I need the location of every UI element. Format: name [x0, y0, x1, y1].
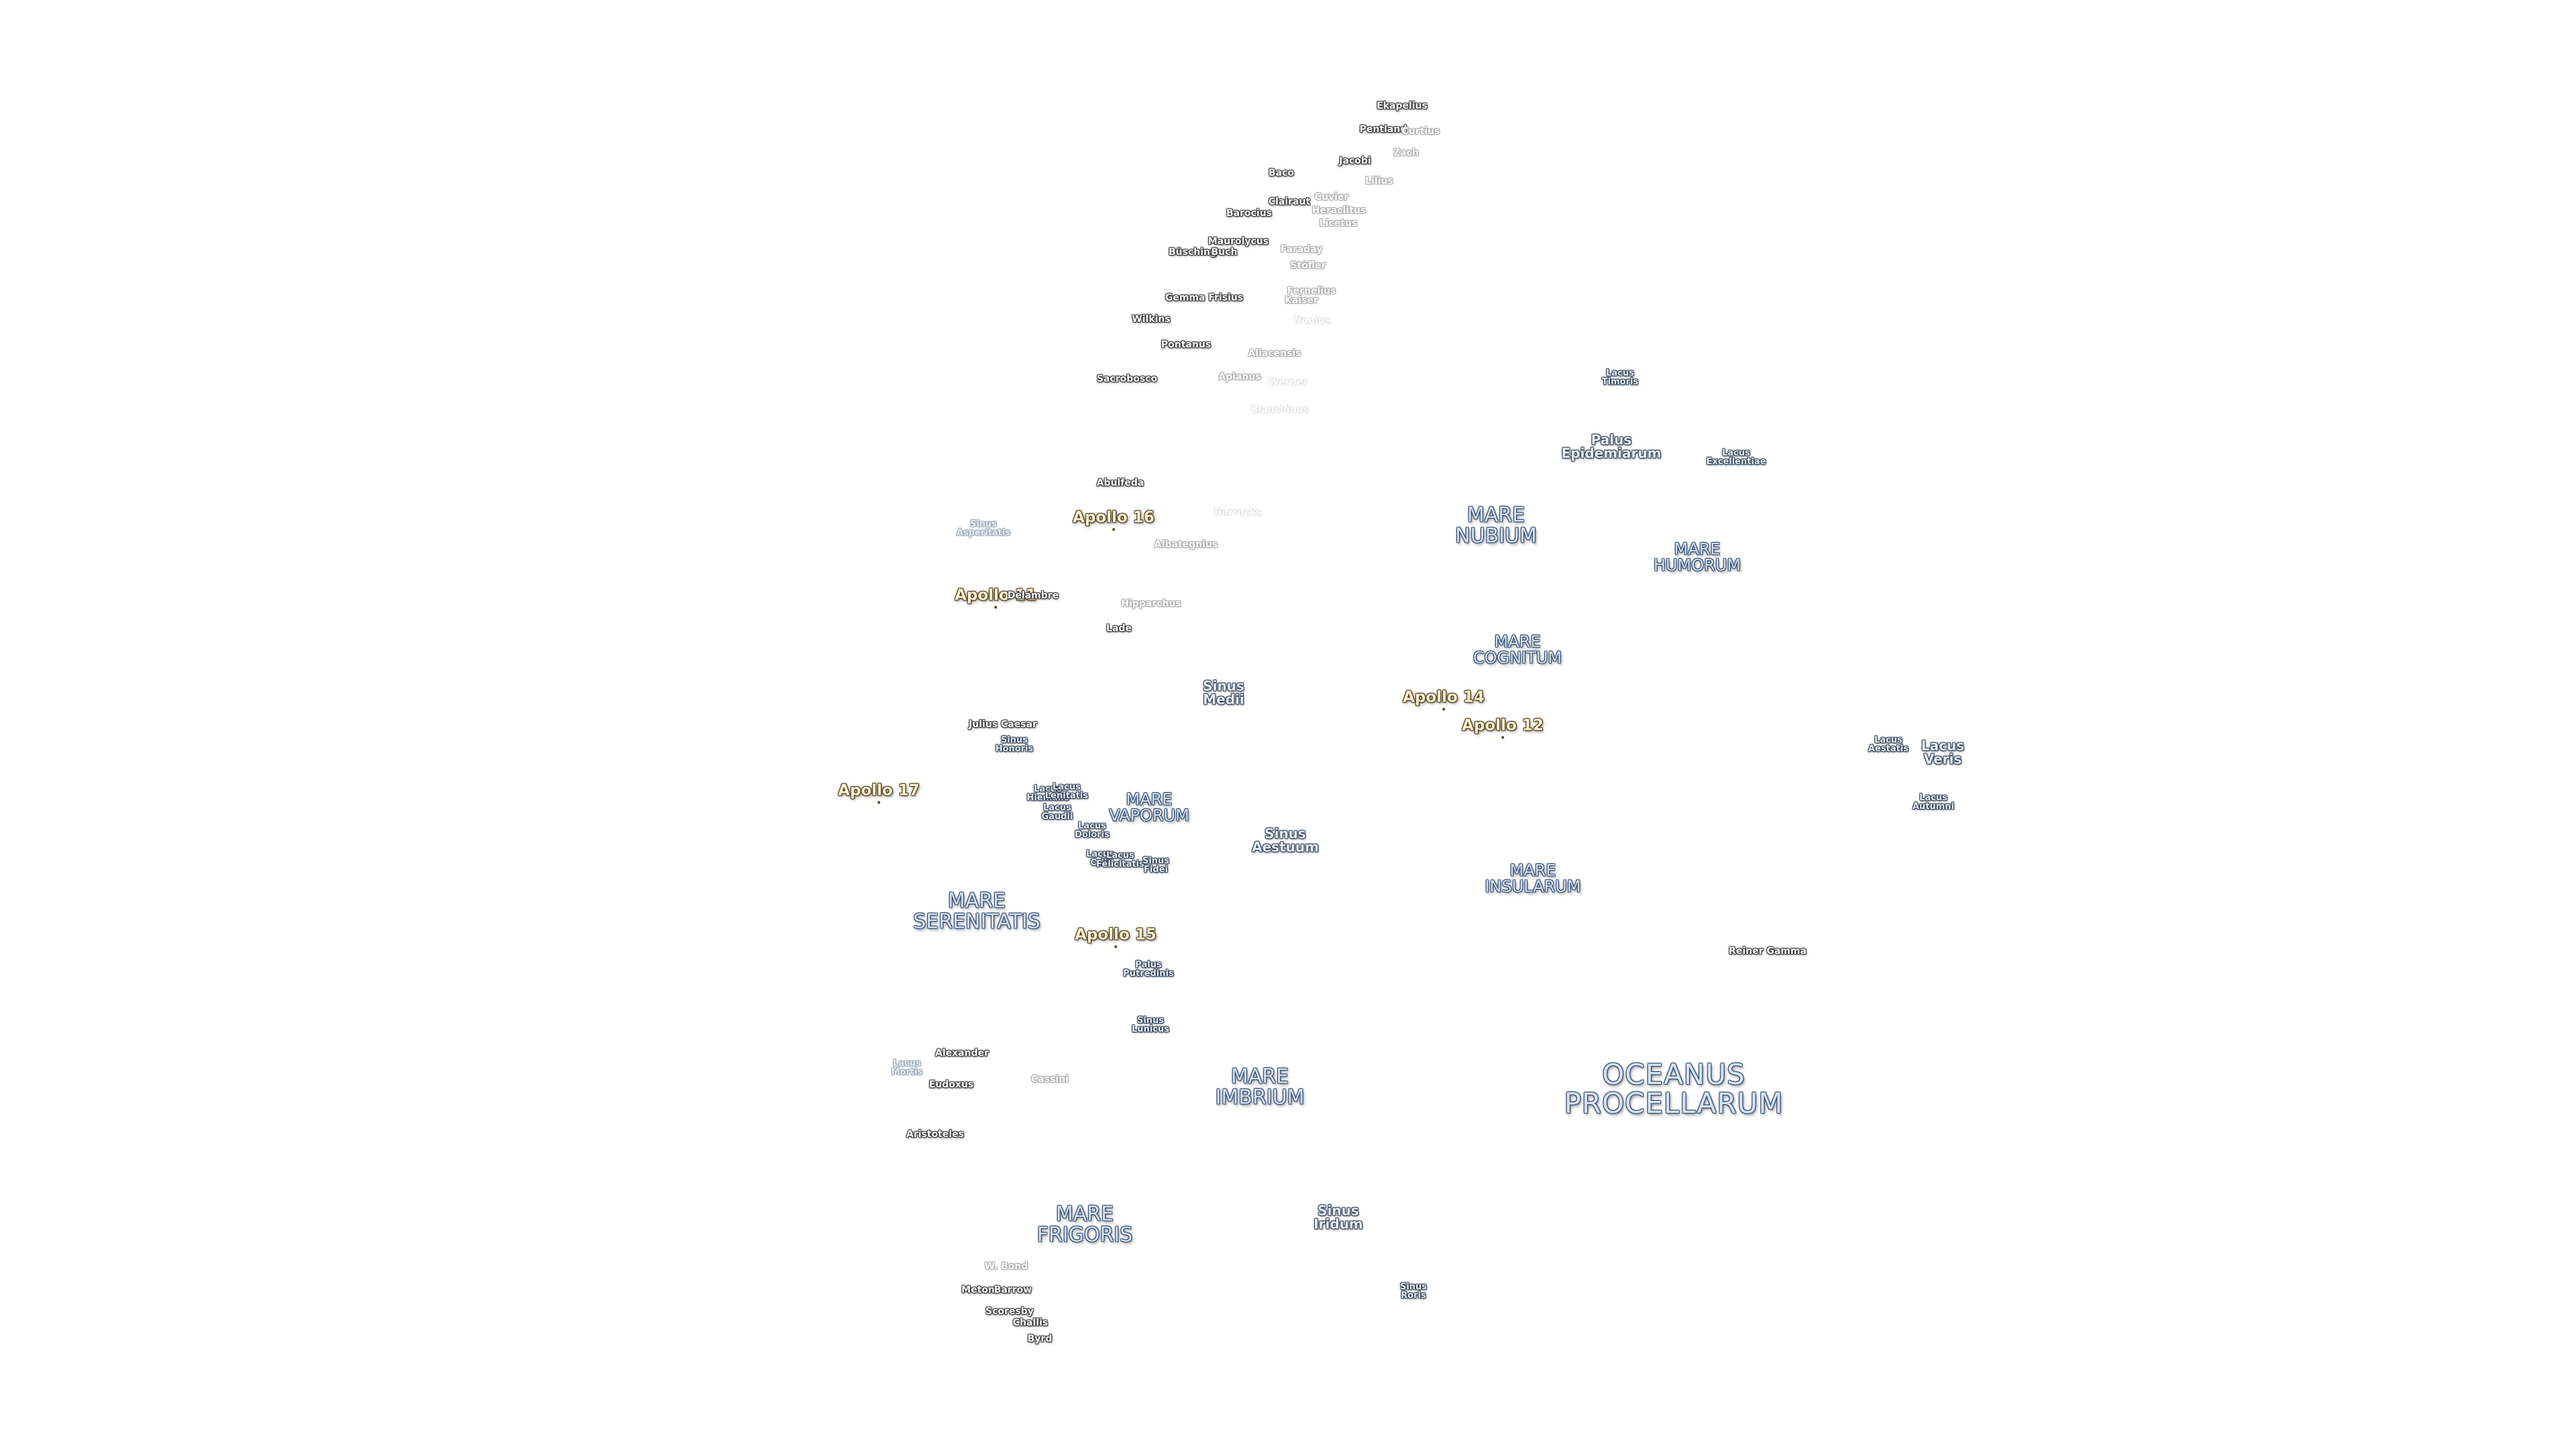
- crater-label-scoresby: Scoresby: [985, 1305, 1034, 1317]
- crater-label-cassini: Cassini: [1031, 1073, 1069, 1085]
- apollo-label-apollo-14: Apollo 14: [1403, 688, 1485, 712]
- apollo-label-apollo-15: Apollo 15: [1075, 926, 1157, 949]
- crater-label-buch: Buch: [1211, 246, 1238, 258]
- feature-label-lacus-hiemalis: Lacus Hiemalis: [1026, 784, 1069, 803]
- mare-label-mare-humorum: MARE HUMORUM: [1653, 539, 1741, 575]
- ocean-label-oceanus-procellarum: OCEANUS PROCELLARUM: [1564, 1058, 1784, 1120]
- crater-label-baco: Baco: [1268, 167, 1295, 178]
- feature-label-palus-putredinis: Palus Putredinis: [1123, 959, 1174, 979]
- crater-label-ekapelius: Ekapelius: [1377, 100, 1428, 111]
- crater-label-wilkins: Wilkins: [1132, 313, 1171, 325]
- feature-label-lacus-lenitatis: Lacus Lenitatis: [1044, 782, 1089, 801]
- feature-label-lacus-veris: Lacus Veris: [1921, 737, 1965, 767]
- crater-label-byrd: Byrd: [1027, 1333, 1053, 1344]
- crater-label-abulfeda: Abulfeda: [1096, 477, 1144, 488]
- mare-label-mare-insularum: MARE INSULARUM: [1485, 861, 1581, 896]
- crater-label-nonius: Nonius: [1293, 315, 1331, 326]
- feature-label-sinus-iridum: Sinus Iridum: [1313, 1202, 1363, 1232]
- feature-label-lacus-autumni: Lacus Autumni: [1912, 792, 1955, 812]
- feature-label-lacus-odii: Lacus Odii: [1086, 849, 1114, 868]
- crater-label-apianus: Apianus: [1218, 371, 1261, 382]
- apollo-label-apollo-12: Apollo 12: [1462, 716, 1544, 740]
- feature-label-sinus-fidei: Sinus Fidei: [1142, 855, 1170, 875]
- crater-label-julius-caesar: Julius Caesar: [969, 718, 1037, 730]
- apollo-label-apollo-17: Apollo 17: [838, 782, 920, 805]
- crater-label-clairaut: Clairaut: [1268, 196, 1311, 207]
- crater-label-lilius: Lilius: [1365, 175, 1393, 186]
- crater-label-kaiser: Kaiser: [1285, 294, 1318, 306]
- crater-label-horrocks: Horrocks: [1214, 506, 1262, 518]
- crater-label-hipparchus: Hipparchus: [1121, 598, 1181, 609]
- apollo-label-apollo-16: Apollo 16: [1073, 508, 1155, 532]
- crater-label-w-bond: W. Bond: [984, 1260, 1028, 1272]
- feature-label-lacus-gaudii: Lacus Gaudii: [1041, 802, 1073, 822]
- crater-label-maurolycus: Maurolycus: [1208, 235, 1269, 247]
- crater-label-barrow: Barrow: [994, 1284, 1032, 1295]
- crater-label-pontanus: Pontanus: [1161, 339, 1212, 350]
- feature-label-lacus-felicitatis: Lacus Felicitatis: [1096, 850, 1144, 869]
- crater-label-aliacensis: Aliacensis: [1248, 347, 1301, 359]
- feature-label-sinus-honoris: Sinus Honoris: [995, 735, 1034, 754]
- crater-label-fernelius: Fernelius: [1287, 285, 1336, 297]
- crater-label-werner: Werner: [1269, 376, 1307, 388]
- crater-label-licetus: Licetus: [1319, 217, 1358, 229]
- crater-label-gemma-frisius: Gemma Frisius: [1165, 292, 1244, 303]
- feature-label-sinus-roris: Sinus Roris: [1399, 1281, 1428, 1301]
- feature-label-lacus-timoris: Lacus Timoris: [1601, 368, 1639, 387]
- crater-label-heraclitus: Heraclitus: [1311, 205, 1366, 216]
- feature-label-palus-epidemiarum: Palus Epidemiarum: [1561, 431, 1662, 462]
- crater-label-cuvier: Cuvier: [1314, 191, 1349, 203]
- mare-label-mare-vaporum: MARE VAPORUM: [1109, 790, 1189, 825]
- mare-label-mare-imbrium: MARE IMBRIUM: [1215, 1065, 1305, 1109]
- feature-label-lacus-aestatis: Lacus Aestatis: [1868, 735, 1909, 754]
- crater-label-jacobi: Jacobi: [1339, 155, 1371, 166]
- crater-label-reiner-gamma: Reiner Gamma: [1729, 945, 1807, 957]
- crater-label-sacrobosco: Sacrobosco: [1096, 373, 1158, 384]
- crater-label-alexander: Alexander: [935, 1047, 989, 1059]
- feature-label-sinus-medii: Sinus Medii: [1203, 678, 1244, 708]
- feature-label-sinus-asperitatis: Sinus Asperitatis: [956, 519, 1011, 538]
- crater-label-stöfler: Stöfler: [1290, 260, 1326, 271]
- crater-label-zach: Zach: [1393, 147, 1419, 158]
- feature-label-lacus-mortis: Lacus Mortis: [891, 1058, 923, 1077]
- feature-label-sinus-aestuum: Sinus Aestuum: [1252, 825, 1319, 855]
- apollo-label-apollo-11: Apollo 11: [955, 586, 1036, 610]
- crater-label-aristoteles: Aristoteles: [906, 1128, 964, 1140]
- crater-label-büsching: Büsching: [1168, 246, 1218, 258]
- crater-label-curtius: Curtius: [1401, 125, 1440, 137]
- crater-label-faraday: Faraday: [1280, 244, 1323, 255]
- mare-label-mare-serenitatis: MARE SERENITATIS: [913, 889, 1040, 933]
- feature-label-sinus-lunicus: Sinus Lunicus: [1132, 1015, 1169, 1034]
- crater-label-pentland: Pentland: [1359, 123, 1407, 135]
- crater-label-challis: Challis: [1012, 1317, 1049, 1328]
- crater-label-eudoxus: Eudoxus: [928, 1079, 974, 1090]
- crater-label-meton: Meton: [961, 1284, 995, 1295]
- crater-label-blanchinus: Blanchinus: [1250, 404, 1309, 415]
- crater-label-albategnius: Albategnius: [1154, 539, 1218, 550]
- crater-label-barocius: Barocius: [1226, 207, 1273, 219]
- mare-label-mare-frigoris: MARE FRIGORIS: [1036, 1202, 1133, 1246]
- mare-label-mare-cognitum: MARE COGNITUM: [1472, 632, 1562, 667]
- feature-label-lacus-doloris: Lacus Doloris: [1075, 820, 1110, 840]
- feature-label-lacus-excellentiae: Lacus Excellentiae: [1706, 447, 1766, 467]
- mare-label-mare-nubium: MARE NUBIUM: [1455, 503, 1537, 547]
- crater-label-lade: Lade: [1106, 623, 1132, 634]
- crater-label-delambre: Delambre: [1007, 590, 1059, 601]
